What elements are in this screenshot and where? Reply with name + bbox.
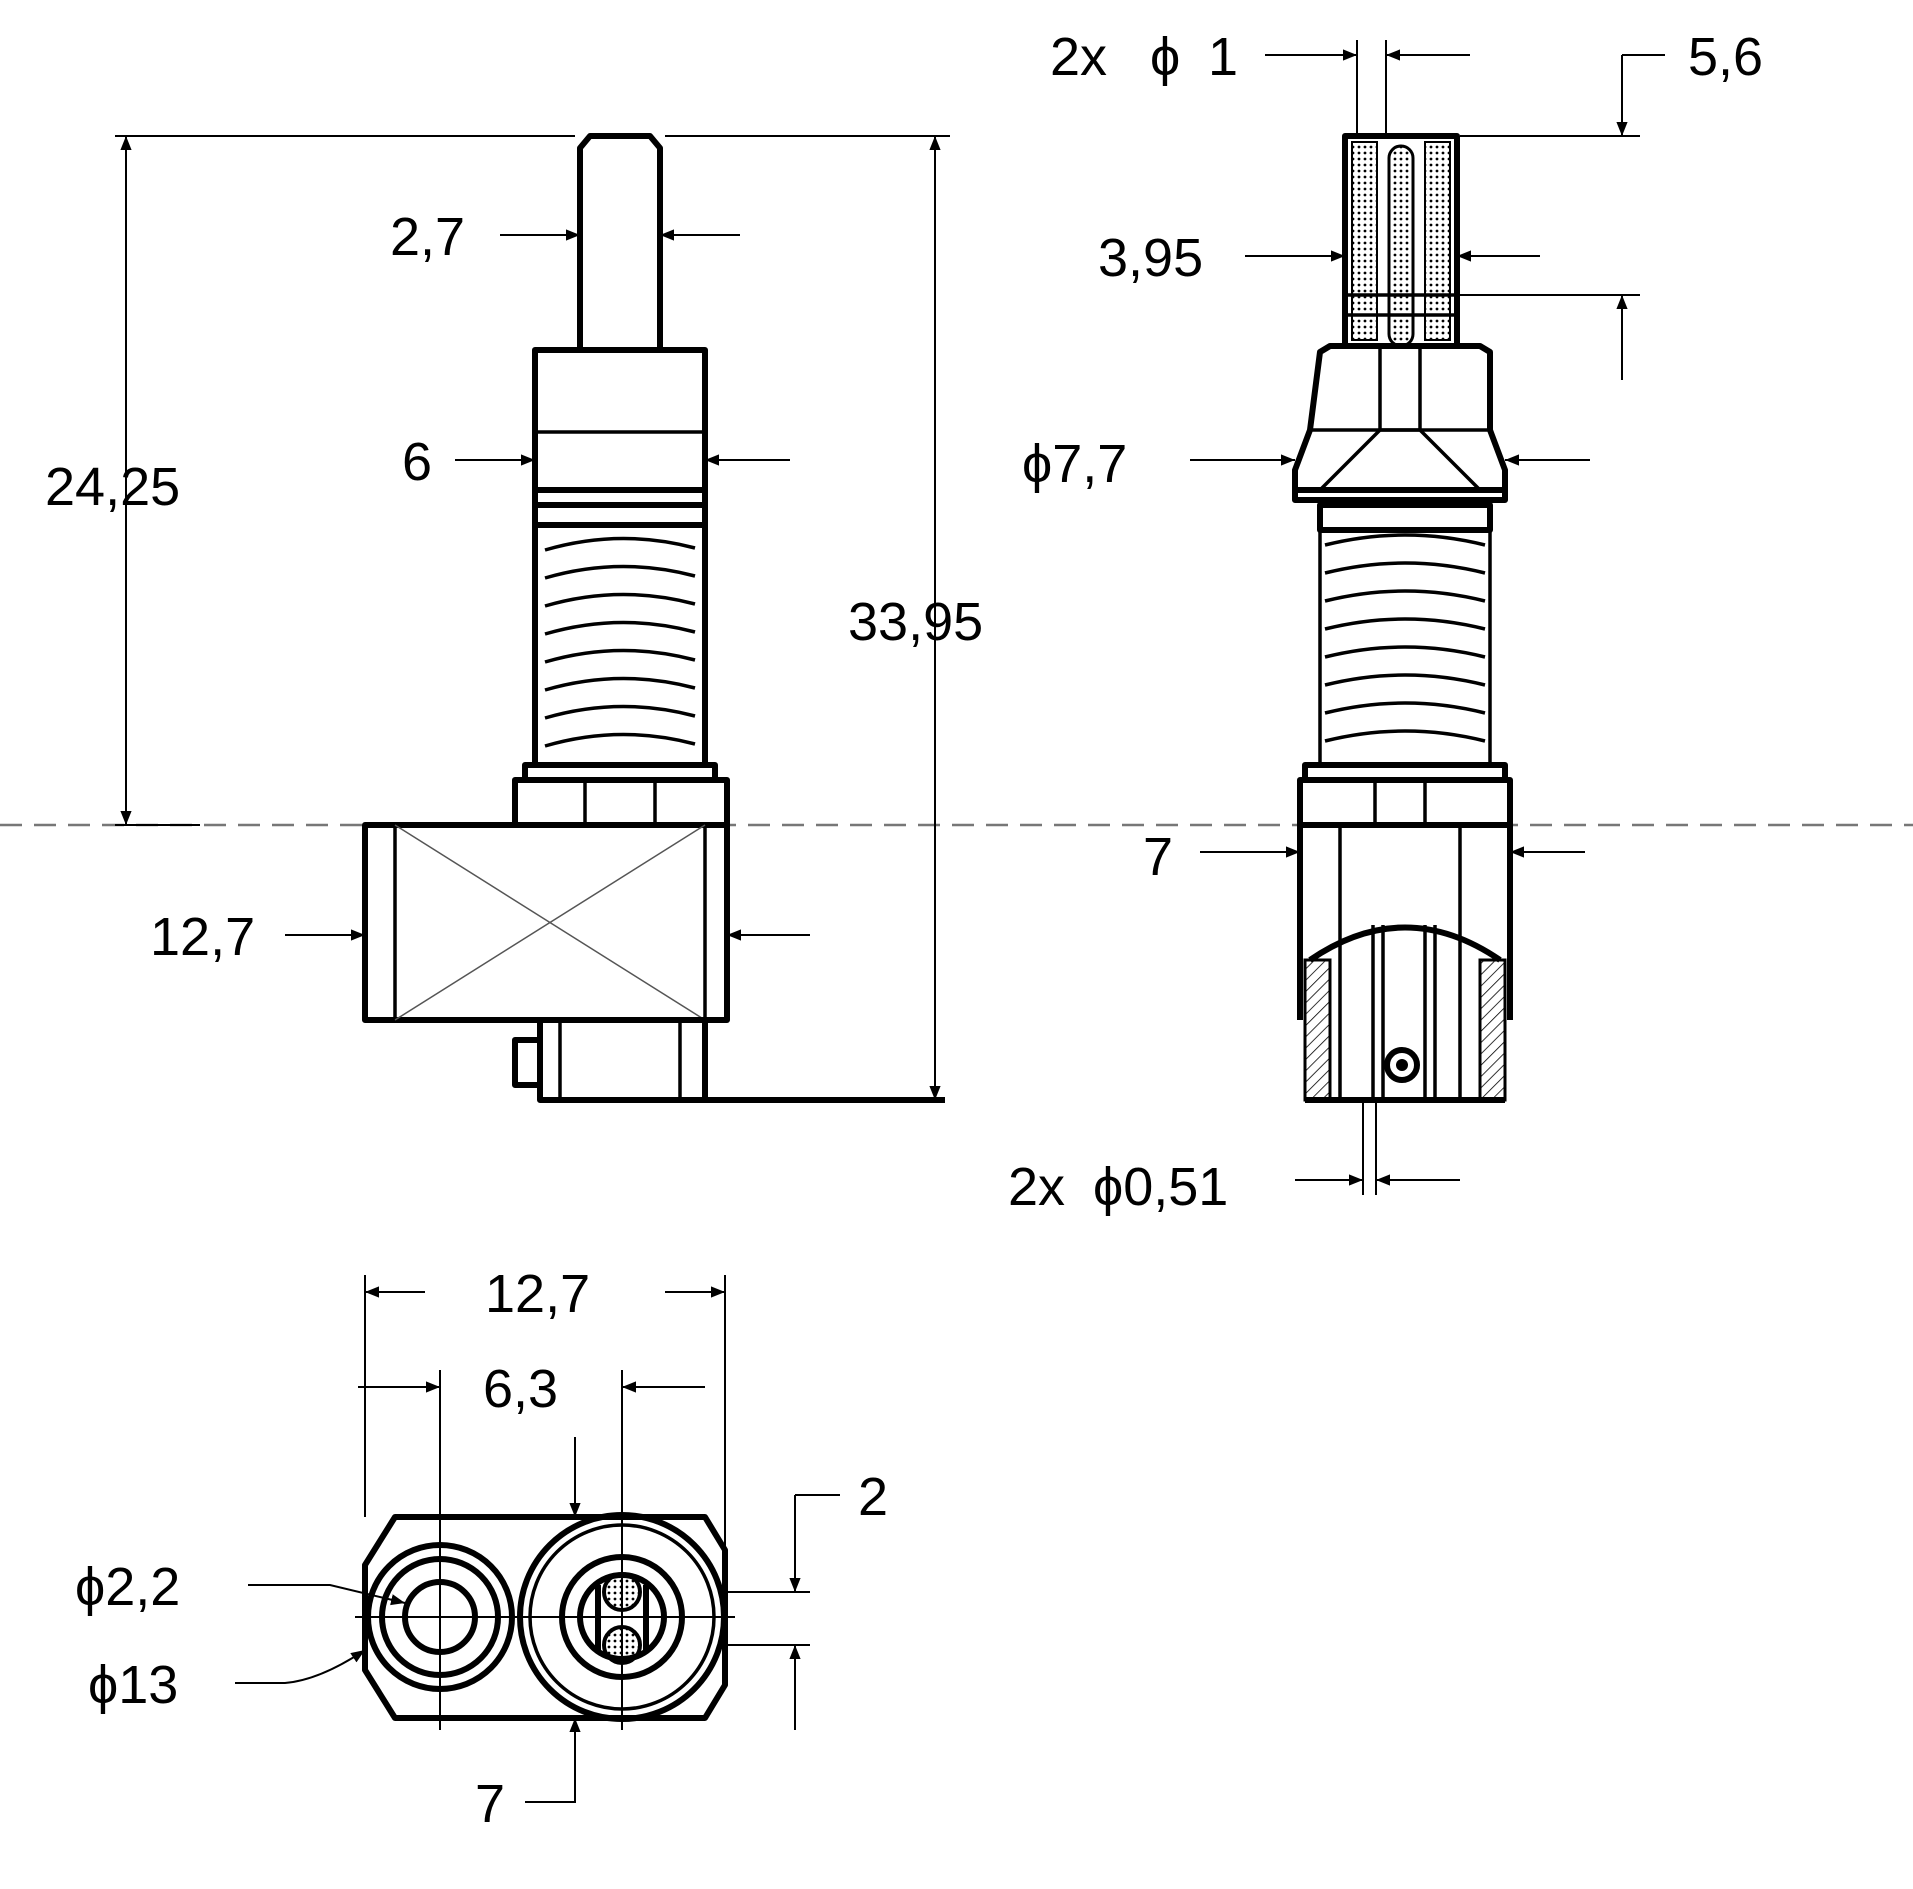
label-pin-width: 2,7 [390, 207, 465, 267]
label-lower-body-width: 7 [1143, 827, 1173, 887]
label-overall-height: 33,95 [848, 592, 983, 652]
label-pin-dia-value: 1 [1208, 27, 1238, 87]
label-pin-dia-symbol: ϕ [1150, 27, 1180, 87]
label-hole-dia: ϕ2,2 [75, 1557, 180, 1617]
pin [577, 133, 663, 350]
bottom-view [355, 1500, 735, 1730]
label-socket-width: 3,95 [1098, 228, 1203, 288]
front-view [1292, 133, 1513, 1103]
label-collar-width: 6 [402, 432, 432, 492]
bottom-view-dimensions [235, 1275, 840, 1803]
label-pitch: 6,3 [483, 1359, 558, 1419]
body-block [362, 822, 730, 1023]
label-height-to-center: 24,25 [45, 457, 180, 517]
label-bottom-width: 12,7 [485, 1264, 590, 1324]
side-view-dimensions [115, 135, 950, 1100]
front-view-dimensions [1190, 40, 1665, 1195]
label-outer-dia: ϕ13 [88, 1655, 178, 1715]
collar [532, 347, 708, 528]
flange [1292, 343, 1508, 503]
label-flange-dia: ϕ7,7 [1022, 434, 1127, 494]
front-spring [1318, 530, 1492, 765]
label-body-width-side: 12,7 [150, 907, 255, 967]
bottom-outline [362, 1514, 728, 1721]
side-view [362, 133, 945, 1103]
dimension-labels: 2,7 24,25 6 33,95 12,7 2x ϕ 1 5,6 3,95 ϕ… [45, 27, 1763, 1834]
label-top-offset: 5,6 [1688, 27, 1763, 87]
label-bottom-dim-7: 7 [475, 1774, 505, 1834]
label-lead-count: 2x [1008, 1157, 1065, 1217]
label-pin-count: 2x [1050, 27, 1107, 87]
label-offset-right: 2 [858, 1467, 888, 1527]
spring [532, 522, 708, 768]
label-lead-dia: ϕ0,51 [1093, 1157, 1228, 1217]
